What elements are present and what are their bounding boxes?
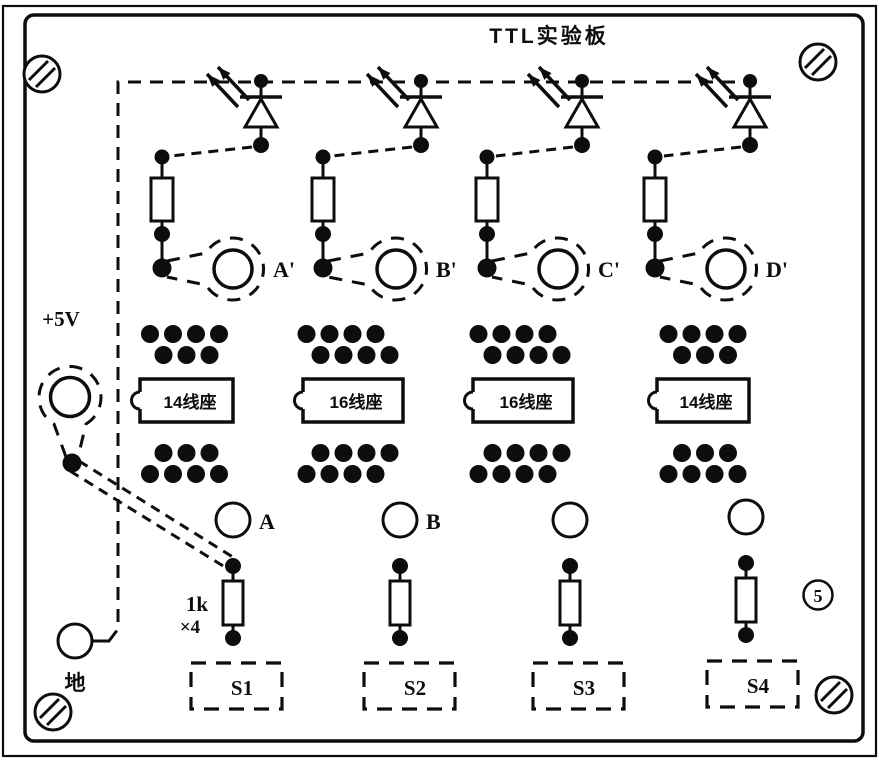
pulldown-resistor	[388, 558, 412, 646]
socket-pin-holes	[469, 325, 571, 483]
screw-icon	[33, 692, 73, 732]
power-jumper-wire	[69, 469, 229, 571]
resistor-value-label: 1k	[186, 592, 209, 616]
switch-box: S4	[705, 659, 800, 709]
ic-socket-2: 16线座	[293, 325, 405, 483]
socket-pin-holes	[141, 325, 228, 483]
input-post-label: B	[426, 509, 441, 534]
ground-label: 地	[65, 671, 86, 695]
led-resistor-wire	[170, 145, 253, 158]
led-icon	[365, 65, 442, 153]
output-binding-post	[327, 236, 428, 302]
switch-box: S1	[189, 661, 284, 711]
switch-label: S1	[231, 676, 253, 700]
led-resistor-wire	[331, 145, 413, 158]
board-panel-border	[23, 13, 865, 743]
output-post-label: D'	[766, 257, 788, 282]
ic-socket-1: 14线座	[130, 325, 235, 483]
switch-box: S2	[362, 661, 457, 711]
resistor	[149, 149, 175, 278]
led-resistor-wire	[495, 145, 574, 158]
led-icon	[205, 65, 282, 153]
resistor	[474, 149, 500, 278]
led-resistor-wire	[663, 145, 742, 158]
resistor	[310, 149, 336, 278]
socket-label: 14线座	[680, 392, 733, 412]
switch-label: S3	[573, 676, 595, 700]
screw-icon	[22, 54, 62, 94]
power-binding-post	[37, 365, 103, 473]
output-binding-post	[166, 236, 265, 302]
output-post-label: B'	[436, 257, 457, 282]
led-icon	[694, 65, 771, 153]
output-binding-post	[491, 236, 590, 302]
led-icon	[526, 65, 603, 153]
output-post-label: A'	[273, 257, 295, 282]
pulldown-resistor	[558, 558, 582, 646]
board-outer-edge	[1, 4, 878, 758]
socket-label: 16线座	[500, 392, 553, 412]
power-label: +5V	[42, 307, 80, 331]
power-jumper-wire	[78, 459, 237, 561]
input-binding-post	[551, 501, 589, 539]
board-title: TTL实验板	[489, 24, 608, 48]
switch-label: S2	[404, 676, 426, 700]
socket-pin-holes	[297, 325, 399, 483]
screw-icon	[814, 675, 854, 715]
switch-box: S3	[531, 661, 626, 711]
input-binding-post	[214, 501, 252, 539]
ic-socket-4: 14线座	[647, 325, 751, 483]
resistor	[642, 149, 668, 278]
output-binding-post	[659, 236, 758, 302]
input-post-label: A	[259, 509, 275, 534]
socket-label: 16线座	[330, 392, 383, 412]
resistor-qty-label: ×4	[180, 617, 201, 638]
socket-pin-holes	[659, 325, 747, 483]
pulldown-resistor	[221, 558, 245, 646]
ground-bus-wire	[107, 80, 763, 642]
screw-icon	[798, 42, 838, 82]
output-post-label: C'	[598, 257, 620, 282]
input-binding-post	[381, 501, 419, 539]
ic-socket-3: 16线座	[463, 325, 575, 483]
pulldown-resistor	[734, 555, 758, 643]
figure-number: 5	[814, 586, 823, 606]
ground-binding-post	[56, 622, 110, 660]
input-binding-post	[727, 498, 765, 536]
switch-label: S4	[747, 674, 770, 698]
socket-label: 14线座	[164, 392, 217, 412]
figure-number-badge: 5	[802, 579, 834, 611]
